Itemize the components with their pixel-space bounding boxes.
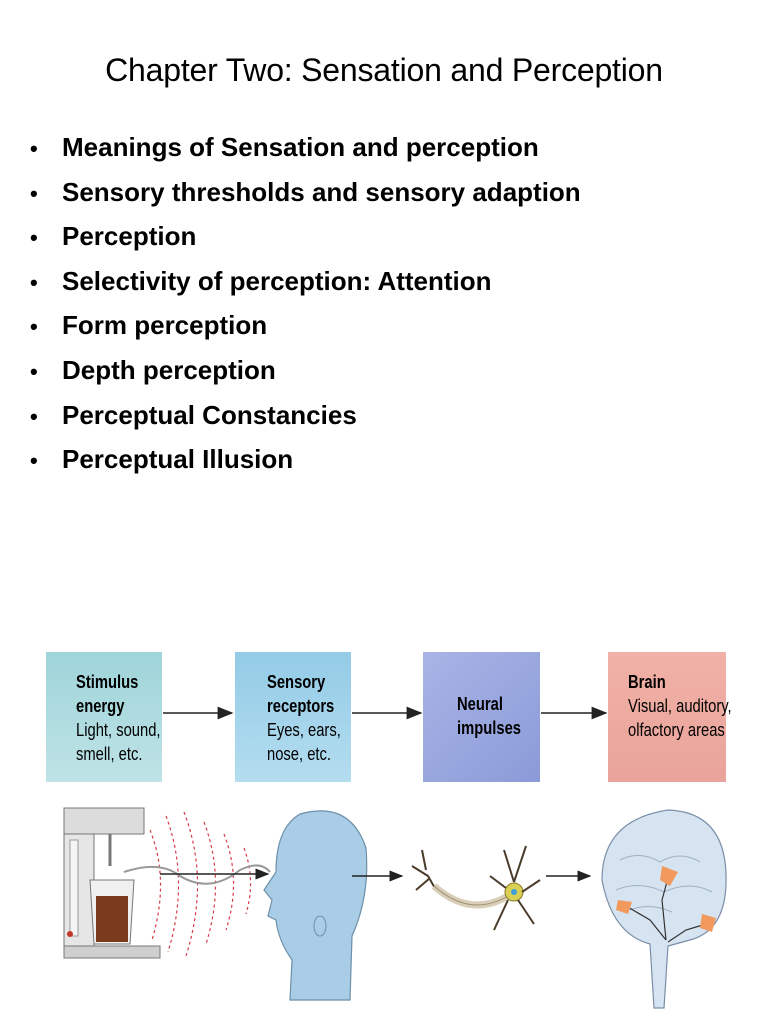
bullet-icon: • [30, 225, 38, 251]
scent-waves [149, 811, 252, 957]
list-item: • Perception [30, 216, 581, 261]
neural-impulses-box: Neural impulses [423, 652, 540, 782]
bullet-text: Perception [62, 221, 197, 252]
box-heading: Neural [457, 694, 503, 714]
bullet-text: Selectivity of perception: Attention [62, 265, 492, 296]
bullet-icon: • [30, 314, 38, 340]
box-subtext: olfactory areas [628, 720, 725, 740]
slide-title: Chapter Two: Sensation and Perception [105, 52, 663, 88]
list-item: • Selectivity of perception: Attention [30, 261, 581, 306]
bullet-icon: • [30, 269, 38, 295]
coffee-maker-icon [63, 807, 161, 959]
neuron-icon [411, 845, 541, 931]
box-subtext: smell, etc. [76, 744, 143, 764]
box-heading: Sensory [267, 672, 326, 692]
stimulus-energy-box: Stimulus energy Light, sound, smell, etc… [46, 652, 162, 782]
bullet-text: Perceptual Illusion [62, 444, 294, 475]
topic-list: • Meanings of Sensation and perception • S… [30, 127, 581, 484]
list-item: • Depth perception [30, 350, 581, 395]
bullet-text: Depth perception [62, 354, 276, 385]
brain-box: Brain Visual, auditory, olfactory areas [608, 652, 732, 782]
bullet-text: Form perception [62, 310, 268, 341]
head-profile-icon [263, 810, 368, 1001]
sensory-receptors-box: Sensory receptors Eyes, ears, nose, etc. [235, 652, 351, 782]
box-heading: receptors [267, 696, 335, 716]
list-item: • Form perception [30, 305, 581, 350]
bullet-icon: • [30, 448, 38, 474]
box-subtext: Eyes, ears, [267, 720, 341, 740]
bullet-text: Sensory thresholds and sensory adaption [62, 176, 581, 207]
bullet-text: Meanings of Sensation and perception [62, 132, 539, 162]
box-subtext: Visual, auditory, [628, 696, 732, 716]
smell-swirl [123, 864, 271, 885]
list-item: • Meanings of Sensation and perception [30, 127, 581, 172]
bullet-icon: • [30, 358, 38, 384]
bullet-icon: • [30, 403, 38, 429]
box-heading: Stimulus [76, 672, 139, 692]
bullet-icon: • [30, 180, 38, 206]
box-heading: Brain [628, 672, 666, 692]
bullet-text: Perceptual Constancies [62, 399, 357, 430]
list-item: • Sensory thresholds and sensory adaption [30, 172, 581, 217]
box-subtext: nose, etc. [267, 744, 331, 764]
list-item: • Perceptual Illusion [30, 439, 581, 484]
brain-icon [601, 809, 727, 1009]
bullet-icon: • [30, 136, 38, 161]
box-heading: energy [76, 696, 125, 716]
sensation-flow-diagram [63, 706, 727, 1009]
list-item: • Perceptual Constancies [30, 395, 581, 440]
box-heading: impulses [457, 718, 521, 738]
box-subtext: Light, sound, [76, 720, 161, 740]
